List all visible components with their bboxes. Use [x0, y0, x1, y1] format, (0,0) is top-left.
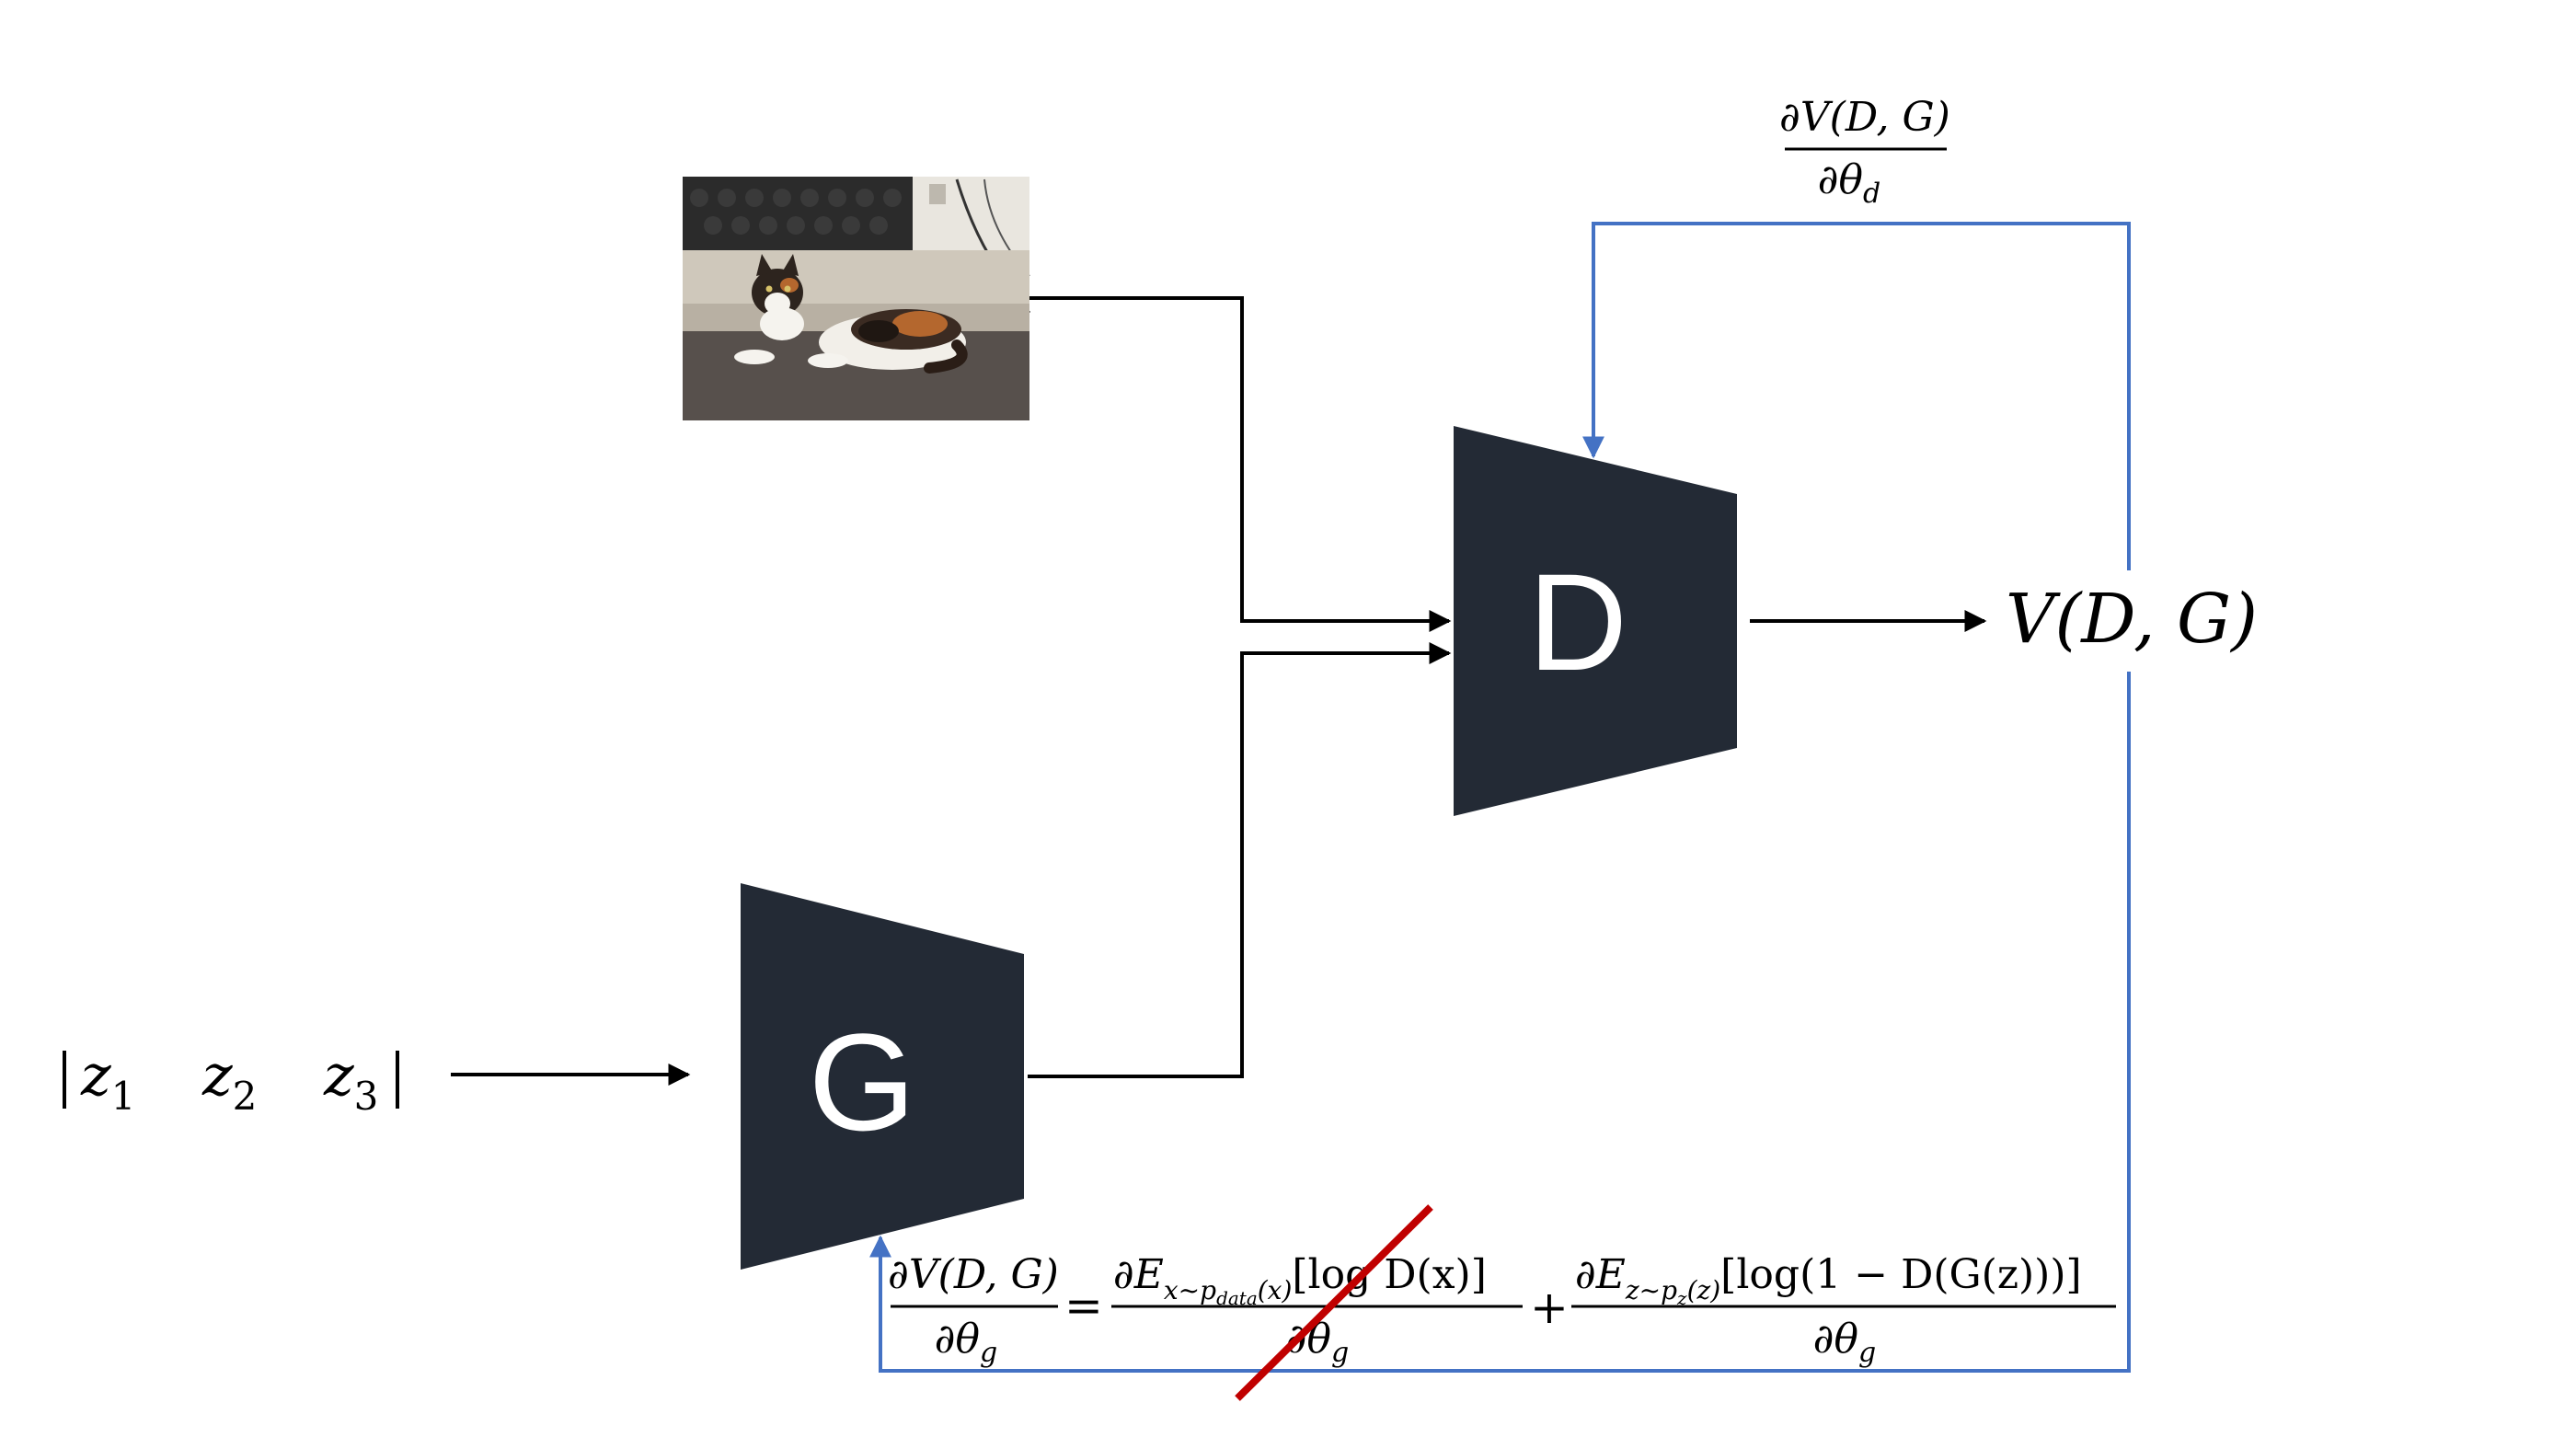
svg-text:∂θg: ∂θg — [935, 1316, 997, 1369]
strike-through-mark — [1235, 1204, 1433, 1401]
svg-text:z3: z3 — [323, 1041, 378, 1119]
svg-text:∂Ex~pdata(x)[log D(x)]: ∂Ex~pdata(x)[log D(x)] — [1113, 1251, 1487, 1309]
svg-text:=: = — [1064, 1279, 1103, 1332]
discriminator-label: D — [1528, 545, 1627, 699]
connections — [451, 296, 1987, 1086]
svg-text:∂V(D, G): ∂V(D, G) — [1779, 94, 1950, 141]
grad-d-formula: ∂V(D, G) ∂θd — [1779, 94, 1950, 210]
grad-g-formula: ∂V(D, G) ∂θg = ∂Ex~pdata(x)[log D(x)] ∂θ… — [888, 1204, 2116, 1401]
svg-text:∂θg: ∂θg — [1813, 1316, 1876, 1369]
real-image-to-d-arrow — [1029, 296, 1452, 632]
discriminator-block: D — [1454, 426, 1737, 816]
svg-text:z1: z1 — [80, 1041, 135, 1119]
latent-vector: z1 z2 z3 — [63, 1041, 399, 1119]
g-to-d-arrow — [1028, 642, 1452, 1078]
svg-text:∂V(D, G): ∂V(D, G) — [888, 1251, 1059, 1298]
grad-d-feedback-arrow — [1582, 222, 2131, 570]
generator-label: G — [809, 1005, 916, 1159]
svg-text:∂θd: ∂θd — [1818, 156, 1880, 210]
svg-text:∂Ez~pz(z)[log(1 − D(G(z)))]: ∂Ez~pz(z)[log(1 − D(G(z)))] — [1575, 1251, 2082, 1309]
generator-block: G — [741, 883, 1024, 1270]
grad-g-feedback-arrow — [869, 672, 2131, 1373]
svg-text:z2: z2 — [201, 1041, 257, 1119]
cat-photo — [683, 177, 1031, 420]
svg-text:+: + — [1530, 1281, 1569, 1334]
value-function-output: V(D, G) — [2006, 580, 2258, 659]
feedback-paths — [869, 222, 2131, 1373]
